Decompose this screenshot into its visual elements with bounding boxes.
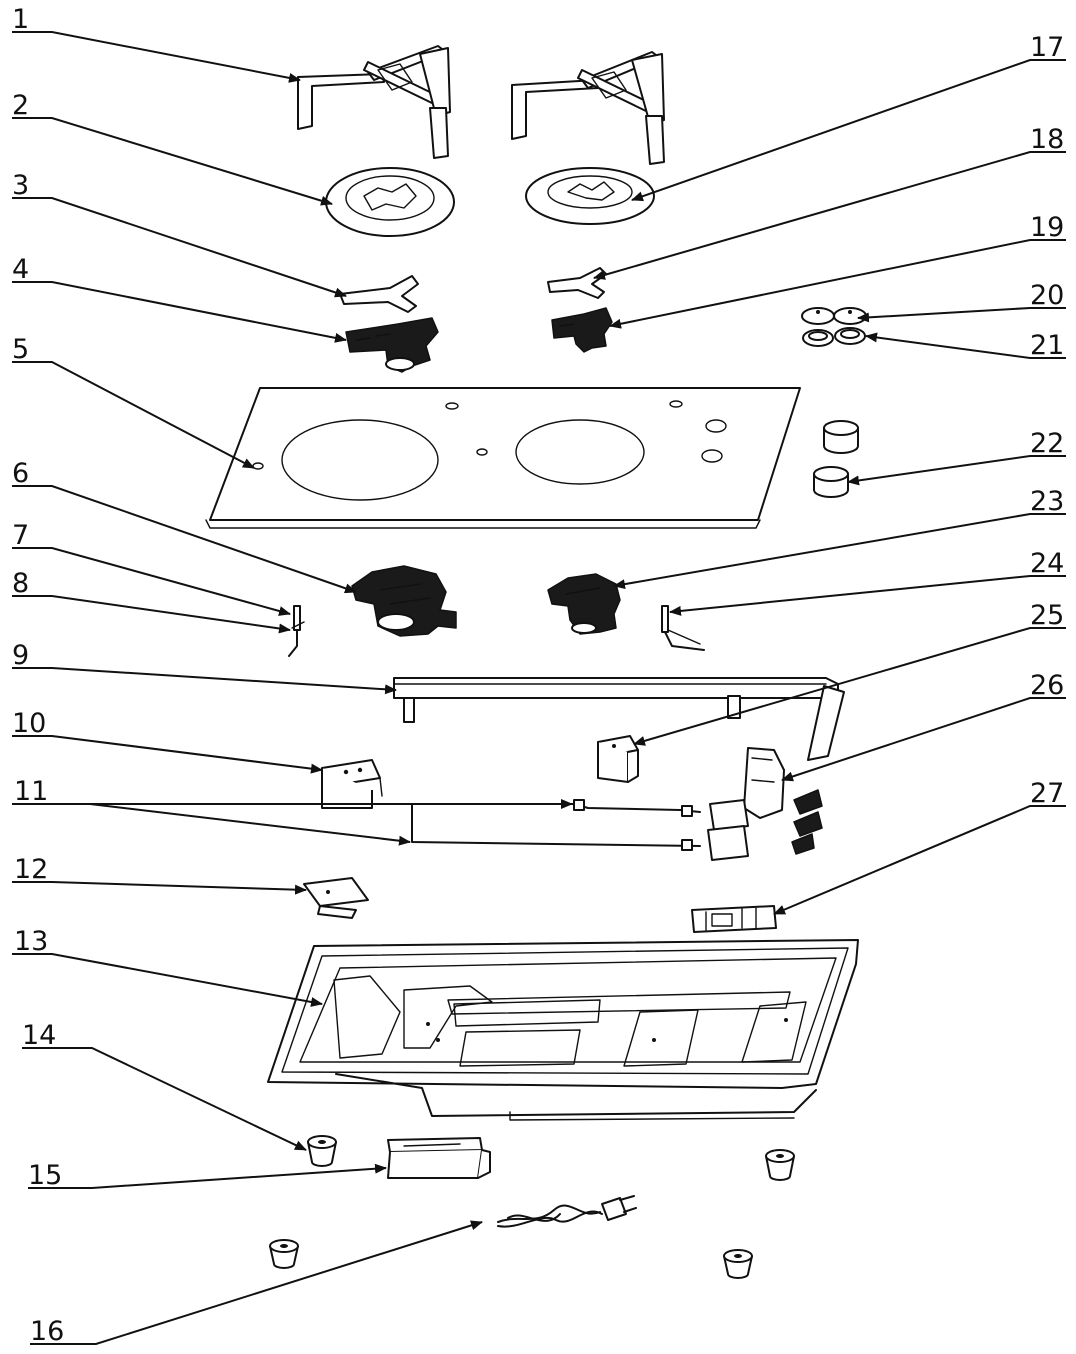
callout-18: 18 [1030,124,1064,155]
callout-27: 27 [1030,778,1064,809]
callout-3: 3 [12,170,29,201]
callout-14: 14 [22,1020,56,1051]
pan-support-right [511,51,665,165]
gas-valve-assembly [707,747,823,861]
burner-base-right [551,307,613,353]
burner-base-left [345,317,439,373]
callout-8: 8 [12,568,29,599]
ignition-electrode-right [661,605,705,651]
power-cord [497,1195,637,1228]
glass-top-panel [205,387,801,529]
rubber-foot-a [307,1135,337,1167]
igniter-module [691,905,777,933]
knob-caps [801,307,867,325]
mounting-bracket [321,759,383,809]
callout-12: 12 [14,854,48,885]
callout-19: 19 [1030,212,1064,243]
callout-6: 6 [12,458,29,489]
callout-24: 24 [1030,548,1064,579]
bottom-tray [267,939,859,1121]
rubber-foot-d [723,1249,753,1279]
ignition-electrode-left [288,605,305,657]
callout-10: 10 [12,708,46,739]
burner-head-left [339,275,419,313]
callout-13: 13 [14,926,48,957]
gas-manifold [393,677,845,761]
callout-17: 17 [1030,32,1064,63]
callout-21: 21 [1030,330,1064,361]
rubber-foot-b [765,1149,795,1181]
knob-rings [802,327,866,347]
burner-cap-right [525,167,655,225]
callout-9: 9 [12,640,29,671]
ignition-switch [597,735,639,783]
small-bracket [303,877,369,919]
callout-11: 11 [14,776,48,807]
callout-22: 22 [1030,428,1064,459]
leader-lines [12,31,1066,1345]
burner-assembly-right [547,573,621,635]
callout-25: 25 [1030,600,1064,631]
callout-4: 4 [12,254,29,285]
terminal-block [387,1137,491,1179]
burner-head-right [547,267,607,299]
burner-assembly-left [351,565,457,637]
burner-cap-left [325,167,455,237]
gas-tubes [411,799,701,851]
callout-26: 26 [1030,670,1064,701]
callout-7: 7 [12,520,29,551]
rubber-foot-c [269,1239,299,1269]
callout-2: 2 [12,90,29,121]
callout-16: 16 [30,1316,64,1347]
callout-labels: 1 2 3 4 5 6 7 8 9 10 11 12 13 14 15 16 1… [12,4,1064,1347]
control-knobs [813,420,859,498]
callout-1: 1 [12,4,29,35]
callout-20: 20 [1030,280,1064,311]
callout-23: 23 [1030,486,1064,517]
callout-5: 5 [12,334,29,365]
callout-15: 15 [28,1160,62,1191]
pan-support-left [297,45,451,159]
